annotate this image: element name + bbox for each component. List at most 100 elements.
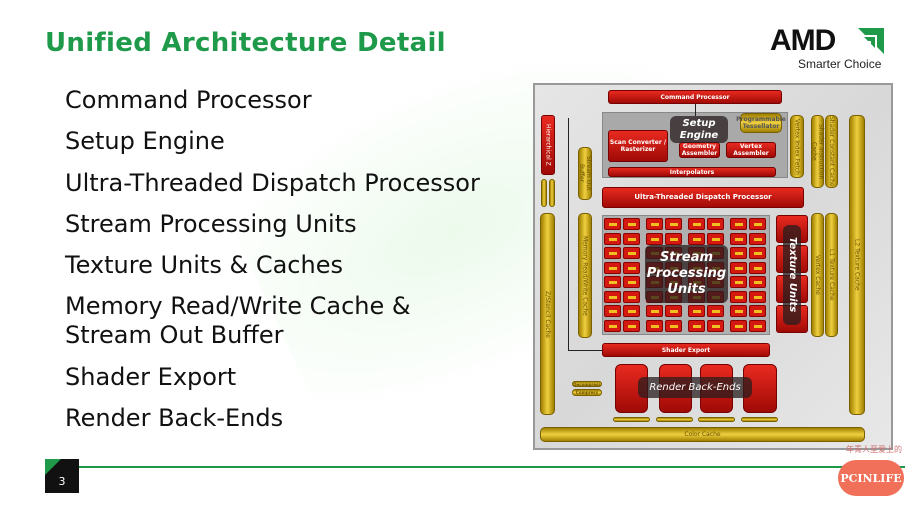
stream-processor-cell <box>707 319 724 332</box>
dispatch-processor-block: Ultra-Threaded Dispatch Processor <box>602 187 804 208</box>
stream-processor-cell <box>730 218 747 230</box>
stream-processor-cell <box>646 305 663 317</box>
stream-processing-units-label: Stream Processing Units <box>645 245 728 303</box>
scan-converter-block: Scan Converter / Rasterizer <box>608 130 668 162</box>
connector-line <box>695 104 696 116</box>
bullet-item: Command Processor <box>65 86 312 114</box>
page-number: 3 <box>58 475 66 488</box>
stream-processor-cell <box>665 319 682 332</box>
stream-out-buffer-block: Stream Out Buffer <box>578 147 592 200</box>
stream-processor-cell <box>688 232 705 245</box>
stream-processor-cell <box>730 290 747 303</box>
shader-export-block: Shader Export <box>602 343 770 357</box>
stream-processor-cell <box>749 261 766 274</box>
stream-processor-cell <box>604 319 621 332</box>
stream-processor-cell <box>623 261 640 274</box>
render-back-ends-label: Render Back-Ends <box>638 377 752 398</box>
pcinlife-watermark: PCINLIFE <box>838 460 904 496</box>
vertex-cache-block: Vertex Cache <box>811 213 824 337</box>
stream-processor-cell <box>604 247 621 259</box>
memory-rw-cache-block: Memory Read/Write Cache <box>578 213 592 338</box>
stream-processor-cell <box>623 247 640 259</box>
stream-processor-cell <box>646 218 663 230</box>
stream-processor-cell <box>749 276 766 288</box>
small-cache-block <box>613 417 650 422</box>
bullet-item: Ultra-Threaded Dispatch Processor <box>65 168 480 197</box>
l2-texture-cache-block: L2 Texture Cache <box>849 115 865 415</box>
stream-processor-cell <box>749 218 766 230</box>
stream-processor-cell <box>665 305 682 317</box>
shader-constant-cache-block: Shader Constant Cache <box>825 115 838 188</box>
stream-processor-cell <box>623 218 640 230</box>
stream-processor-cell <box>623 290 640 303</box>
compress-block: Compress <box>572 389 602 396</box>
z-stencil-cache-block: Z/Stencil Cache <box>540 213 555 415</box>
stream-processor-cell <box>688 319 705 332</box>
amd-logo: AMD Smarter Choice <box>770 24 890 74</box>
vertex-index-fetch-block: Vertex Index Fetch <box>790 115 804 178</box>
bullet-item: Memory Read/Write Cache & Stream Out Buf… <box>65 292 411 350</box>
interpolators-block: Interpolators <box>608 167 776 177</box>
stream-processor-cell <box>730 232 747 245</box>
bullet-item: Texture Units & Caches <box>65 251 343 280</box>
logo-wordmark: AMD <box>770 24 836 57</box>
bullet-item: Shader Export <box>65 362 237 391</box>
small-cache-block <box>698 417 735 422</box>
stream-processor-cell <box>688 305 705 317</box>
bullet-item: Setup Engine <box>65 127 225 156</box>
bullet-item: Stream Processing Units <box>65 209 357 238</box>
stream-processor-cell <box>604 261 621 274</box>
programmable-tessellator-block: Programmable Tessellator <box>736 113 786 133</box>
stream-processor-cell <box>604 232 621 245</box>
stream-processor-cell <box>604 290 621 303</box>
stream-processor-cell <box>749 290 766 303</box>
stream-processor-cell <box>707 218 724 230</box>
corner-triangle <box>45 459 61 475</box>
stream-processor-cell <box>646 319 663 332</box>
connector-line <box>568 350 602 351</box>
small-cache-block <box>656 417 693 422</box>
bullet-list: Command Processor Setup Engine Ultra-Thr… <box>65 86 480 445</box>
l1-texture-cache-block: L1 Texture Cache <box>825 213 838 337</box>
page-number-box: 3 <box>45 459 79 493</box>
slide-title: Unified Architecture Detail <box>45 28 446 58</box>
texture-units-label: Texture Units <box>783 225 801 325</box>
stream-processor-cell <box>623 276 640 288</box>
small-cache-block <box>741 417 778 422</box>
command-processor-block: Command Processor <box>608 90 782 104</box>
stream-processor-cell <box>749 305 766 317</box>
color-cache-block: Color Cache <box>540 427 865 442</box>
footer-rule <box>45 466 905 468</box>
stream-processor-cell <box>749 319 766 332</box>
stream-processor-cell <box>730 261 747 274</box>
geometry-assembler-block: Geometry Assembler <box>679 142 720 158</box>
small-cache-block <box>541 179 547 207</box>
stream-processor-cell <box>730 319 747 332</box>
stream-processor-cell <box>604 305 621 317</box>
amd-arrow-icon <box>858 28 884 54</box>
connector-line <box>568 118 569 350</box>
logo-tagline: Smarter Choice <box>798 57 882 71</box>
shader-instruction-cache-block: Shader Instruction Cache <box>811 115 825 188</box>
stream-processor-cell <box>623 319 640 332</box>
watermark-caption: 年青人至爱上的 <box>846 445 902 454</box>
vertex-assembler-block: Vertex Assembler <box>726 142 776 158</box>
stream-processor-cell <box>646 232 663 245</box>
stream-processor-cell <box>730 276 747 288</box>
hierarchical-z-block: Hierarchical Z <box>541 115 555 175</box>
setup-engine-label: Setup Engine <box>670 116 728 143</box>
bullet-item: Render Back-Ends <box>65 404 284 433</box>
stream-processor-cell <box>730 305 747 317</box>
stream-processor-cell <box>730 247 747 259</box>
stream-processor-cell <box>707 305 724 317</box>
stream-processor-cell <box>604 218 621 230</box>
stream-processor-cell <box>707 232 724 245</box>
stream-processor-cell <box>623 232 640 245</box>
stream-processor-cell <box>665 232 682 245</box>
stream-processor-cell <box>749 232 766 245</box>
stream-processor-cell <box>665 218 682 230</box>
stream-processor-cell <box>688 218 705 230</box>
decompress-block: Decompress <box>572 381 602 387</box>
stream-processor-cell <box>623 305 640 317</box>
stream-processor-cell <box>749 247 766 259</box>
